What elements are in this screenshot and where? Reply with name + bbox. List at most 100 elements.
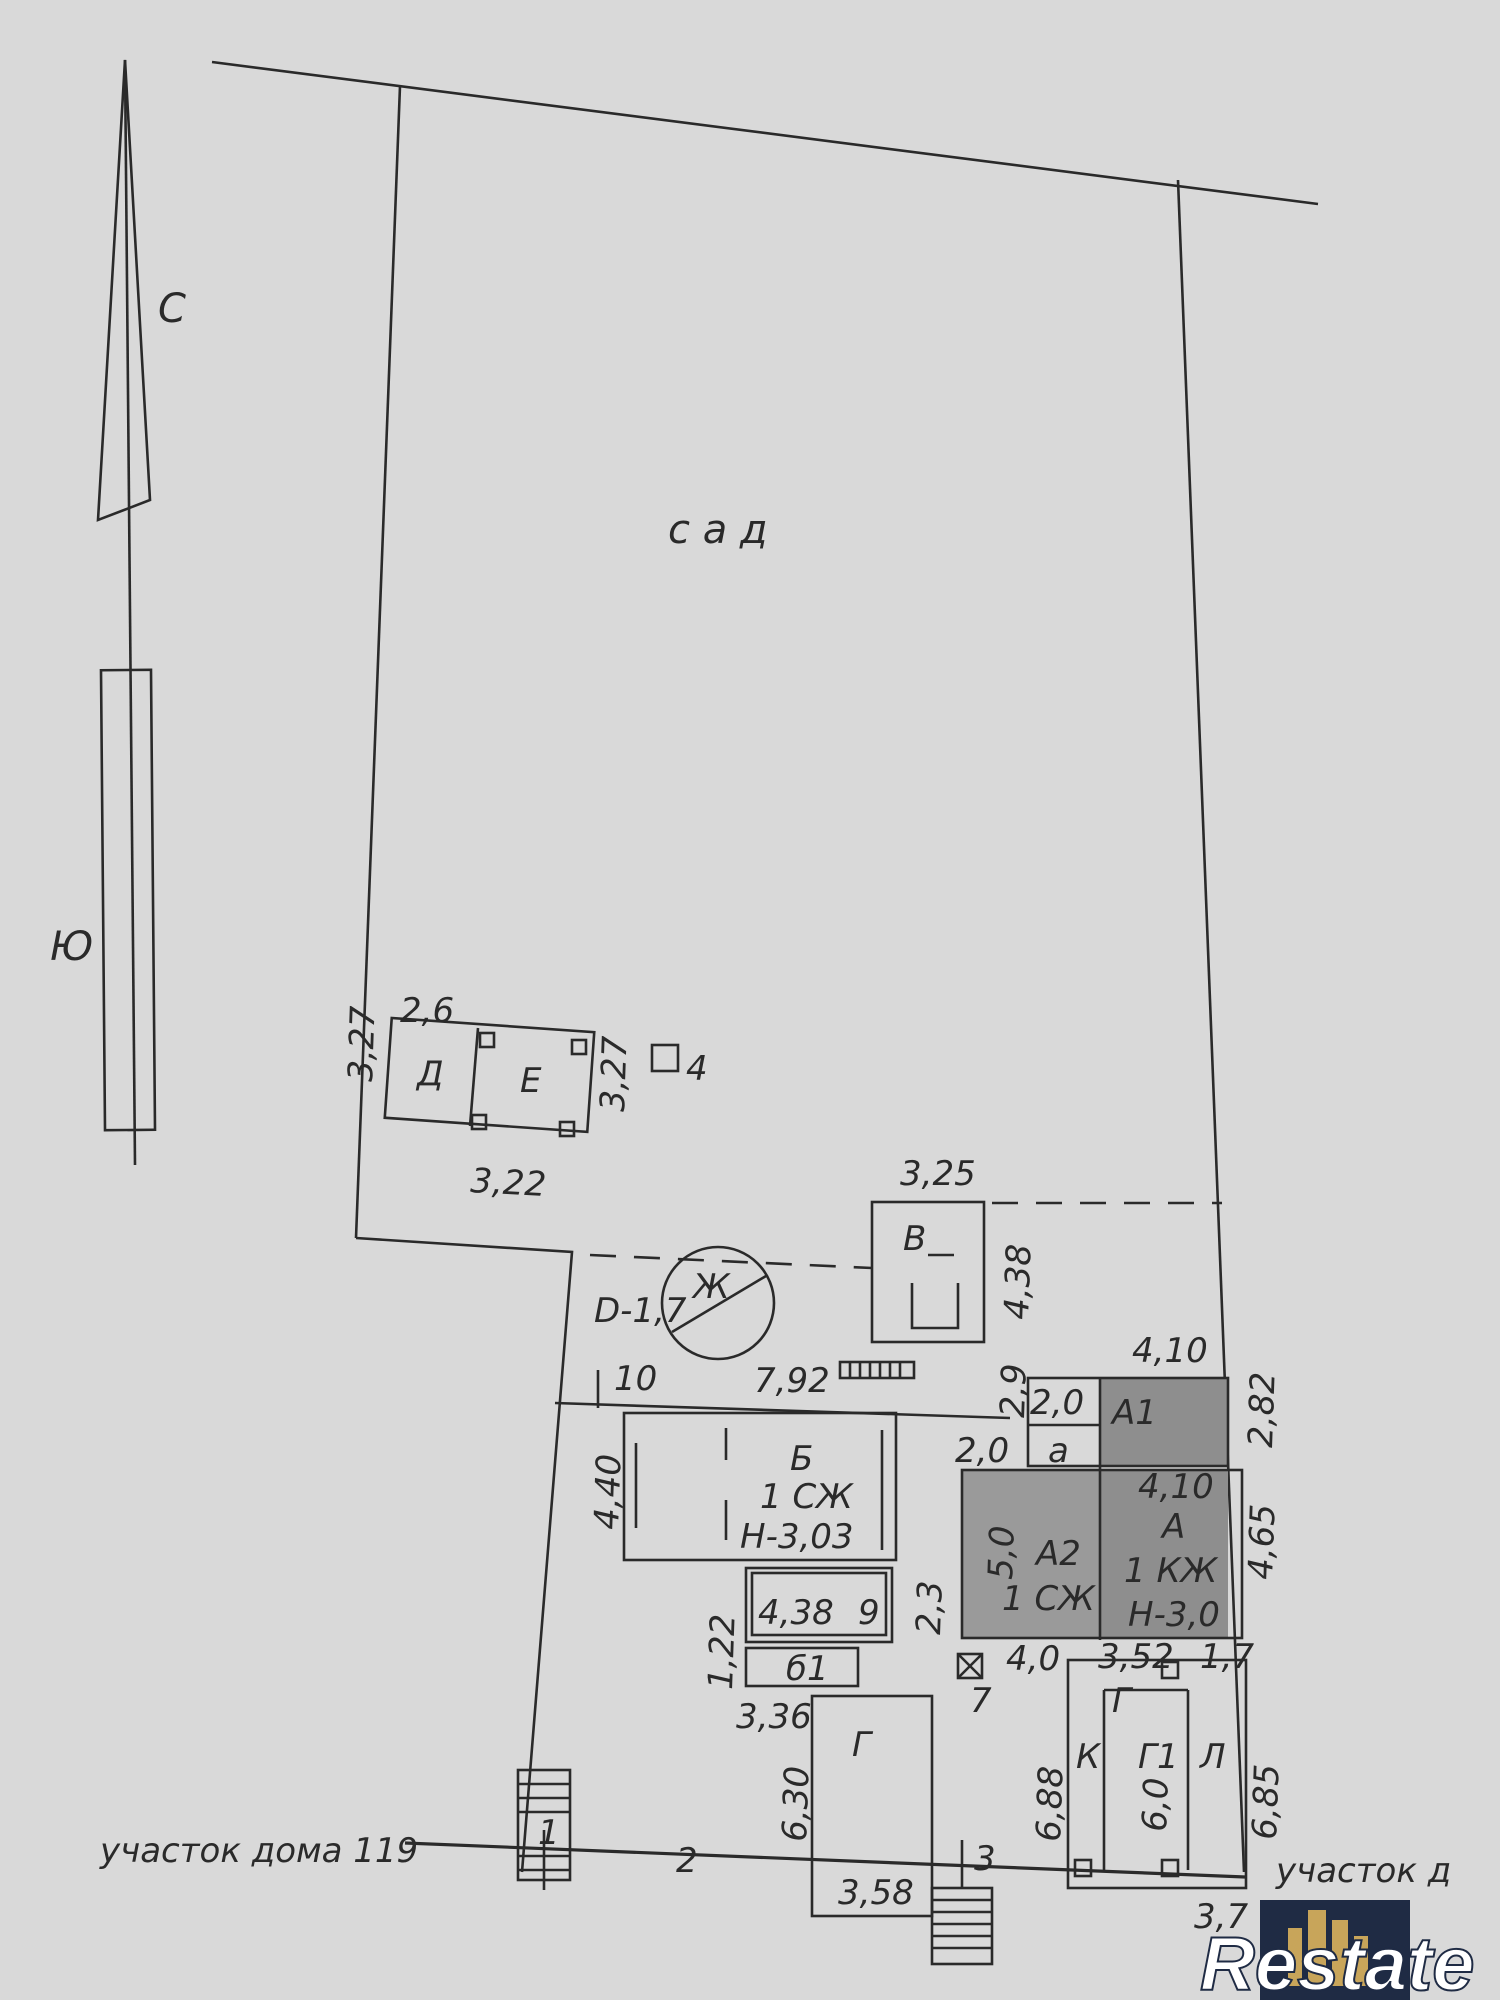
boundary-right [1176,179,1246,1873]
well-circle [660,1245,776,1361]
item-4-mark [650,1043,680,1073]
dim-3-52: 3,52 [1098,1637,1174,1677]
gate-3: 3 [930,1839,996,1966]
dim-4-0: 4,0 [1006,1639,1060,1679]
dim-6-30: 6,30 [775,1765,818,1842]
boundary-bottom [404,1841,1246,1879]
annex-inner [750,1571,888,1637]
dim-5-0: 5,0 [981,1525,1023,1580]
corner-mark [478,1031,496,1049]
north-label: С [158,286,186,332]
garage-block-outline [1066,1658,1248,1890]
building-d-e-divider [468,1027,480,1127]
a1-outline [1026,1376,1230,1468]
item-10-label: 10 [614,1359,657,1399]
dim-6-88: 6,88 [1029,1765,1072,1842]
item-7-label: 7 [970,1681,992,1721]
a-floors: 1 КЖ [1124,1551,1219,1591]
dim-3-58: 3,58 [838,1873,914,1913]
logo-building-3 [1332,1920,1348,1986]
logo-icon: Restate [1200,1900,1476,2000]
north-arrow-shaft [123,59,137,1166]
gate-1-label: 1 [538,1813,560,1853]
building-e-label: Е [520,1061,542,1101]
dim-4-38-v: 4,38 [997,1243,1040,1320]
building-b-height: Н-3,03 [740,1517,854,1557]
dim-4-65: 4,65 [1241,1503,1284,1580]
dim-3-27-right: 3,27 [593,1035,636,1112]
annex-outline [744,1566,894,1644]
dim-6-0: 6,0 [1135,1777,1177,1832]
building-l-label: Л [1198,1737,1226,1777]
well-diameter-label: D-1,7 [594,1291,687,1331]
item-4-label: 4 [686,1049,708,1089]
neighbor-right-label: участок д [1275,1851,1451,1891]
building-v-inner [910,1283,960,1330]
dim-2-6: 2,6 [400,991,454,1031]
garage-g: Г 6,30 3,58 [775,1694,934,1918]
logo-text: Restate [1200,1922,1475,2000]
dim-2-0-left: 2,0 [955,1431,1009,1471]
item-2-label: 2 [676,1841,698,1881]
well-zh: Ж D-1,7 [594,1245,776,1361]
dim-7-92: 7,92 [754,1361,830,1401]
dim-2-0-a: 2,0 [1030,1383,1084,1423]
a-a2-outline [960,1468,1244,1640]
building-b: Б 1 СЖ Н-3,03 4,40 [587,1411,898,1562]
steps-hatched [838,1360,916,1380]
corner-mark [1073,1858,1093,1878]
dim-9: 9 [858,1593,880,1633]
dim-4-10-mid: 4,10 [1138,1467,1214,1507]
gate-1: 1 [516,1768,572,1890]
well-diameter-line [671,1274,767,1334]
a-main-label: А [1160,1507,1185,1547]
dim-4-38-b: 4,38 [758,1593,834,1633]
item-7-mark [956,1652,984,1680]
steps-hatch-lines [848,1362,902,1378]
annex-b1: 4,38 9 2,3 б1 1,22 3,36 [701,1566,951,1737]
building-b-outline [622,1411,898,1562]
neighbor-left-label: участок дома 119 [99,1831,418,1871]
a2-floors: 1 СЖ [1002,1579,1096,1619]
building-b-label: Б [790,1439,813,1479]
dashed-line-center [589,1253,873,1270]
building-d-label: Д [415,1054,444,1094]
dim-2-3: 2,3 [909,1580,951,1635]
dim-4-10-top: 4,10 [1132,1331,1208,1371]
south-arrow-bar [99,668,157,1132]
dim-1-22: 1,22 [701,1613,744,1690]
corner-mark [1160,1660,1180,1680]
building-b-floors: 1 СЖ [760,1477,854,1517]
corner-mark [570,1038,588,1056]
logo-building-4 [1354,1936,1368,1986]
outbuilding-d-e: Д Е 2,6 3,27 3,27 3,22 4 [341,991,708,1205]
boundary-step [355,1236,574,1873]
dim-6-85: 6,85 [1245,1763,1288,1840]
dim-4-40: 4,40 [587,1453,630,1530]
dim-2-82: 2,82 [1241,1371,1284,1448]
dim-1-7: 1,7 [1200,1637,1254,1677]
item-7-cross [957,1653,983,1679]
garage-g-outline [810,1694,934,1918]
a-height: Н-3,0 [1128,1595,1220,1635]
a-hatched [1100,1470,1228,1638]
north-arrow: С Ю [50,59,186,1166]
logo-building-1 [1288,1928,1302,1986]
dim-3-27-left: 3,27 [341,1005,384,1082]
a2-hatched [962,1470,1100,1638]
garden-label: с а д [668,507,768,553]
annex-b1-outline [744,1646,860,1688]
boundary-left [354,85,402,1239]
inner-line [554,1401,1011,1420]
building-v-label: В [903,1219,926,1259]
a2-label: А2 [1034,1534,1081,1574]
building-g1-label: Г1 [1138,1737,1179,1777]
a-label: а [1048,1431,1069,1471]
item-3-label: 3 [974,1839,996,1879]
annex-b1-label: б1 [786,1649,829,1689]
garage-block: 3,52 1,7 Г К Г1 Л 6,88 6,0 6,85 3,7 [1029,1637,1288,1937]
corner-mark [470,1113,488,1131]
corner-mark [558,1120,576,1138]
